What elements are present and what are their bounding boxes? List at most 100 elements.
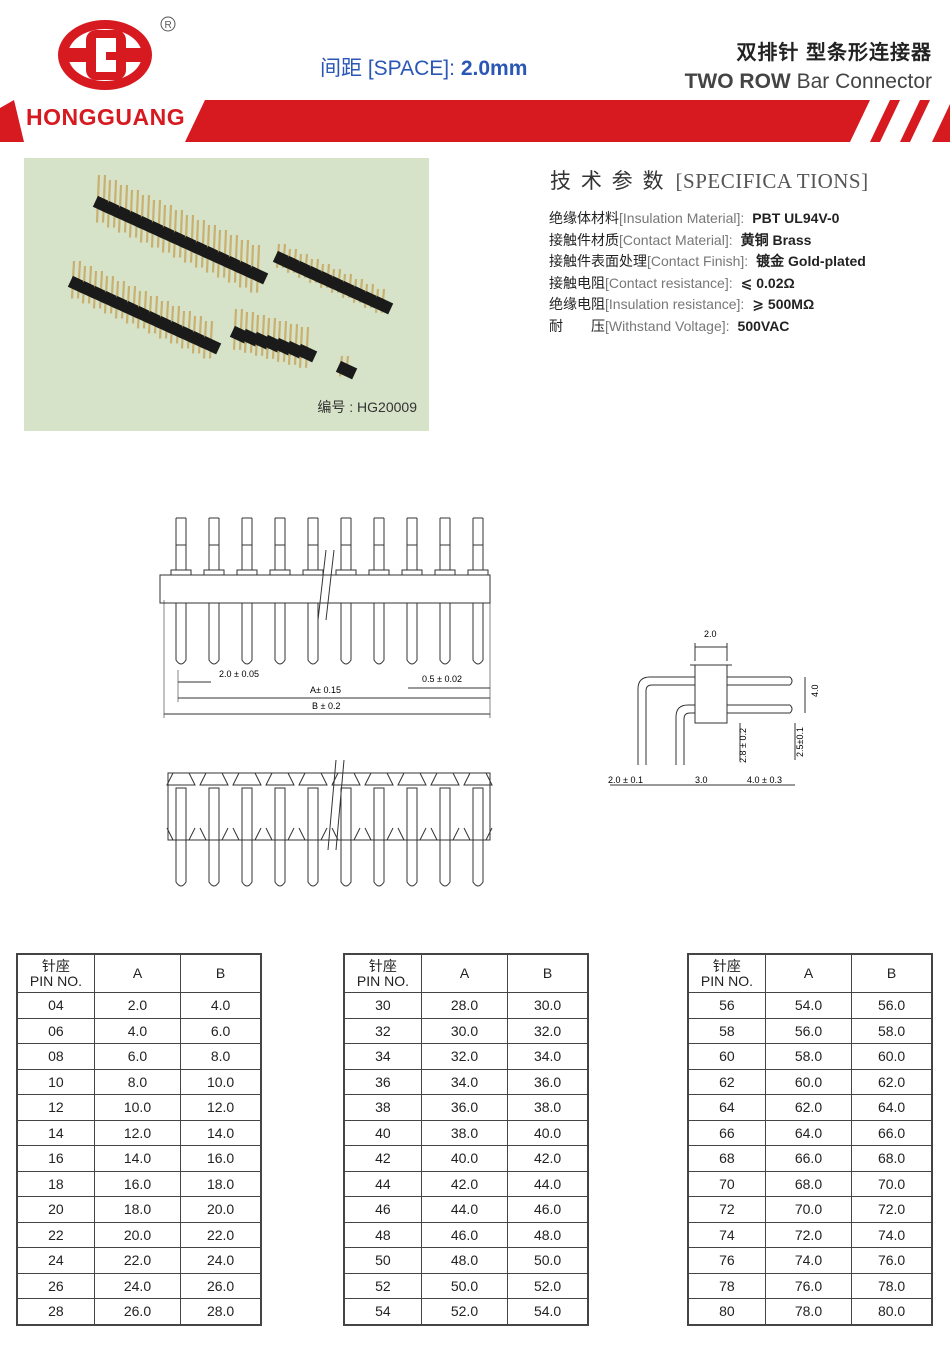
- top-pin: [397, 772, 427, 887]
- cell-pin-no: 44: [343, 1170, 422, 1197]
- cell-b: 70.0: [851, 1170, 933, 1197]
- cell-b: 22.0: [180, 1221, 262, 1248]
- cell-pin-no: 42: [343, 1145, 422, 1172]
- side-dim-v1: 2.8 ± 0.2: [738, 728, 748, 763]
- col-a: A: [93, 953, 182, 993]
- pin: [467, 517, 489, 665]
- pin: [236, 517, 258, 665]
- cell-a: 60.0: [764, 1068, 853, 1095]
- cell-pin-no: 54: [343, 1298, 422, 1325]
- cell-pin-no: 80: [687, 1298, 766, 1325]
- spec-row: 接触电阻[Contact resistance]:⩽ 0.02Ω: [549, 274, 795, 291]
- cell-b: 60.0: [851, 1043, 933, 1070]
- cell-pin-no: 34: [343, 1043, 422, 1070]
- cell-a: 18.0: [93, 1196, 182, 1223]
- top-pin: [331, 772, 361, 887]
- front-view-drawing: 2.0 ± 0.05 0.5 ± 0.02 A± 0.15 B ± 0.2: [159, 517, 493, 887]
- registered-mark: R: [165, 20, 172, 31]
- cell-pin-no: 04: [16, 992, 95, 1019]
- cell-a: 28.0: [420, 992, 509, 1019]
- cell-pin-no: 68: [687, 1145, 766, 1172]
- cell-a: 38.0: [420, 1119, 509, 1146]
- cell-b: 10.0: [180, 1068, 262, 1095]
- cell-pin-no: 30: [343, 992, 422, 1019]
- header-graphics: R: [0, 16, 950, 142]
- cell-b: 28.0: [180, 1298, 262, 1325]
- cell-b: 26.0: [180, 1272, 262, 1299]
- cell-b: 30.0: [507, 992, 589, 1019]
- cell-pin-no: 52: [343, 1272, 422, 1299]
- cell-a: 72.0: [764, 1221, 853, 1248]
- cell-a: 4.0: [93, 1017, 182, 1044]
- cell-b: 14.0: [180, 1119, 262, 1146]
- cell-a: 14.0: [93, 1145, 182, 1172]
- dim-pin-width: 0.5 ± 0.02: [422, 674, 462, 684]
- cell-pin-no: 36: [343, 1068, 422, 1095]
- cell-pin-no: 70: [687, 1170, 766, 1197]
- cell-a: 42.0: [420, 1170, 509, 1197]
- cell-b: 42.0: [507, 1145, 589, 1172]
- spec-list: 绝缘体材料[Insulation Material]:PBT UL94V-0 接…: [549, 208, 866, 338]
- top-view-drawing: [166, 759, 493, 887]
- cell-b: 68.0: [851, 1145, 933, 1172]
- cell-b: 12.0: [180, 1094, 262, 1121]
- pin: [203, 517, 225, 665]
- cell-b: 58.0: [851, 1017, 933, 1044]
- spacing-label: 间距 [SPACE]: 2.0mm: [320, 57, 528, 80]
- pin: [401, 517, 423, 665]
- title-en: TWO ROW Bar Connector: [684, 70, 932, 93]
- cell-a: 66.0: [764, 1145, 853, 1172]
- top-pin: [265, 772, 295, 887]
- cell-pin-no: 74: [687, 1221, 766, 1248]
- cell-a: 78.0: [764, 1298, 853, 1325]
- cell-pin-no: 62: [687, 1068, 766, 1095]
- cell-a: 32.0: [420, 1043, 509, 1070]
- cell-b: 78.0: [851, 1272, 933, 1299]
- top-pin: [232, 772, 262, 887]
- dim-pitch: 2.0 ± 0.05: [219, 669, 259, 679]
- cell-b: 20.0: [180, 1196, 262, 1223]
- cell-a: 2.0: [93, 992, 182, 1019]
- cell-pin-no: 64: [687, 1094, 766, 1121]
- cell-pin-no: 46: [343, 1196, 422, 1223]
- cell-a: 8.0: [93, 1068, 182, 1095]
- cell-b: 38.0: [507, 1094, 589, 1121]
- cell-pin-no: 48: [343, 1221, 422, 1248]
- cell-b: 34.0: [507, 1043, 589, 1070]
- cell-b: 54.0: [507, 1298, 589, 1325]
- cell-pin-no: 26: [16, 1272, 95, 1299]
- cell-pin-no: 76: [687, 1247, 766, 1274]
- cell-b: 4.0: [180, 992, 262, 1019]
- cell-pin-no: 78: [687, 1272, 766, 1299]
- cell-a: 44.0: [420, 1196, 509, 1223]
- pin: [434, 517, 456, 665]
- cell-b: 24.0: [180, 1247, 262, 1274]
- spec-row: 绝缘电阻[Insulation resistance]:⩾ 500MΩ: [549, 296, 815, 313]
- cell-pin-no: 50: [343, 1247, 422, 1274]
- col-b: B: [851, 953, 933, 993]
- cell-a: 6.0: [93, 1043, 182, 1070]
- cell-a: 70.0: [764, 1196, 853, 1223]
- cell-a: 68.0: [764, 1170, 853, 1197]
- product-photo: 编号 : HG20009: [24, 158, 429, 431]
- cell-a: 34.0: [420, 1068, 509, 1095]
- cell-b: 74.0: [851, 1221, 933, 1248]
- cell-a: 54.0: [764, 992, 853, 1019]
- top-pin: [298, 772, 328, 887]
